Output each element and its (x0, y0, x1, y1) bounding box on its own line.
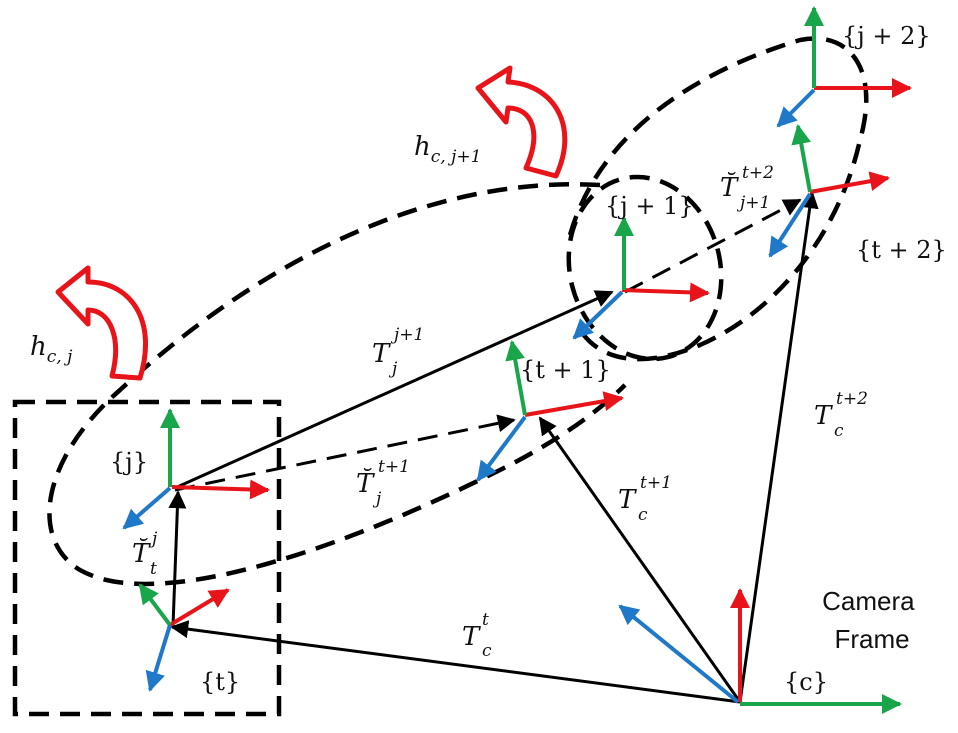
Tc-t1-sup: t+1 (640, 473, 672, 493)
label-Tj1-t2: T̆ t+2 j+1 (720, 163, 774, 213)
frame-t-x-axis (168, 588, 230, 627)
frame-j-z-axis (122, 486, 172, 530)
label-Tj-j1: T j+1 j (372, 325, 424, 379)
frame-j1-axes (572, 216, 710, 340)
Tc-t1-base: T (618, 485, 637, 515)
frame-c-axes (618, 588, 902, 714)
hyp-hcj-sub: c, j (47, 347, 73, 367)
rotation-icon-hcj (55, 265, 149, 381)
hyp-hcj1-base: h (414, 132, 431, 162)
frame-j2-z-axis (776, 88, 816, 128)
arrow-Tj-j1 (174, 290, 614, 490)
Tj1-t2-base: T̆ (720, 172, 739, 203)
frame-j-axes (122, 408, 270, 530)
Tc-t2-sub: c (834, 421, 844, 441)
arrow-Tj-t1 (174, 414, 516, 492)
frame-label-j1: {j + 1} (605, 192, 694, 220)
frame-t-y-axis (138, 583, 172, 627)
hyp-label-hcj: hc, j (30, 332, 73, 367)
arrow-Tc-t1 (538, 416, 742, 703)
frame-j-x-axis (171, 479, 270, 500)
frame-t-z-axis (145, 624, 172, 692)
dashed-regions (12, 36, 869, 717)
frame-label-t2: {t + 2} (856, 236, 947, 264)
label-Tc-t: T t c (462, 610, 492, 661)
frame-t1-x-axis (524, 391, 624, 417)
frame-t2-axes (768, 124, 890, 258)
frame-c-z-axis (618, 604, 740, 704)
Tj1-t2-sub: j+1 (736, 193, 770, 213)
Tt-j-sup: j (148, 529, 158, 549)
label-Tc-t2: T t+2 c (814, 389, 868, 441)
arrow-Tc-t (170, 620, 741, 704)
frame-t2-x-axis (809, 171, 890, 194)
frame-t1-y-axis (505, 340, 527, 416)
Tc-t1-sub: c (638, 505, 648, 525)
frame-label-c: {c} (784, 668, 828, 696)
frame-j2-axes (776, 6, 912, 128)
Tj-t1-sup: t+1 (378, 457, 410, 477)
Tj-t1-sub: j (372, 489, 382, 509)
transform-arrows (168, 190, 819, 704)
hyp-label-hcj1: hc, j+1 (414, 132, 481, 167)
Tj-j1-sup: j+1 (390, 325, 424, 345)
frame-label-j: {j} (110, 448, 148, 476)
label-Tc-t1: T t+1 c (618, 473, 672, 525)
arrow-Tc-t2 (738, 190, 819, 703)
frame-label-j2: {j + 2} (842, 22, 931, 50)
Tj-t1-base: T̆ (356, 468, 375, 499)
Tj-j1-base: T (372, 339, 391, 369)
frame-t2-z-axis (768, 192, 812, 258)
Tc-t-sup: t (482, 610, 489, 630)
frame-t1-z-axis (476, 415, 527, 482)
hypothesis-j1-ellipse (567, 36, 869, 362)
frame-label-t1: {t + 1} (520, 356, 611, 384)
frame-j1-z-axis (572, 290, 624, 340)
camera-frame-line2: Frame (834, 624, 909, 654)
Tc-t-base: T (462, 622, 481, 652)
rotation-icon-hcj1 (475, 65, 568, 179)
Tt-j-sub: t (150, 559, 157, 579)
Tc-t2-base: T (814, 401, 833, 431)
Tt-j-base: T̆ (132, 538, 151, 569)
arrow-Tj1-t2 (624, 198, 802, 294)
hypothesis-j-ellipse (47, 182, 627, 587)
frame-t-axes (138, 583, 230, 692)
frame-t1-axes (476, 340, 624, 482)
label-Tj-t1: T̆ t+1 j (356, 457, 410, 509)
label-Tt-j: T̆ j t (132, 529, 158, 579)
Tj-j1-sub: j (388, 359, 398, 379)
frame-j-t-box (12, 399, 282, 717)
Tc-t-sub: c (482, 641, 492, 661)
Tc-t2-sup: t+2 (836, 389, 868, 409)
camera-frame-label: Camera Frame (822, 586, 922, 654)
frame-j1-t1-ellipse (566, 174, 724, 362)
camera-frame-line1: Camera (822, 586, 915, 616)
arrow-Tt-j (168, 490, 187, 627)
frame-j1-x-axis (621, 282, 710, 303)
hyp-hcj-base: h (30, 332, 47, 362)
Tj1-t2-sup: t+2 (742, 163, 774, 183)
hyp-hcj1-sub: c, j+1 (431, 147, 482, 167)
frame-label-t: {t} (200, 668, 240, 696)
frame-t2-y-axis (791, 124, 812, 193)
